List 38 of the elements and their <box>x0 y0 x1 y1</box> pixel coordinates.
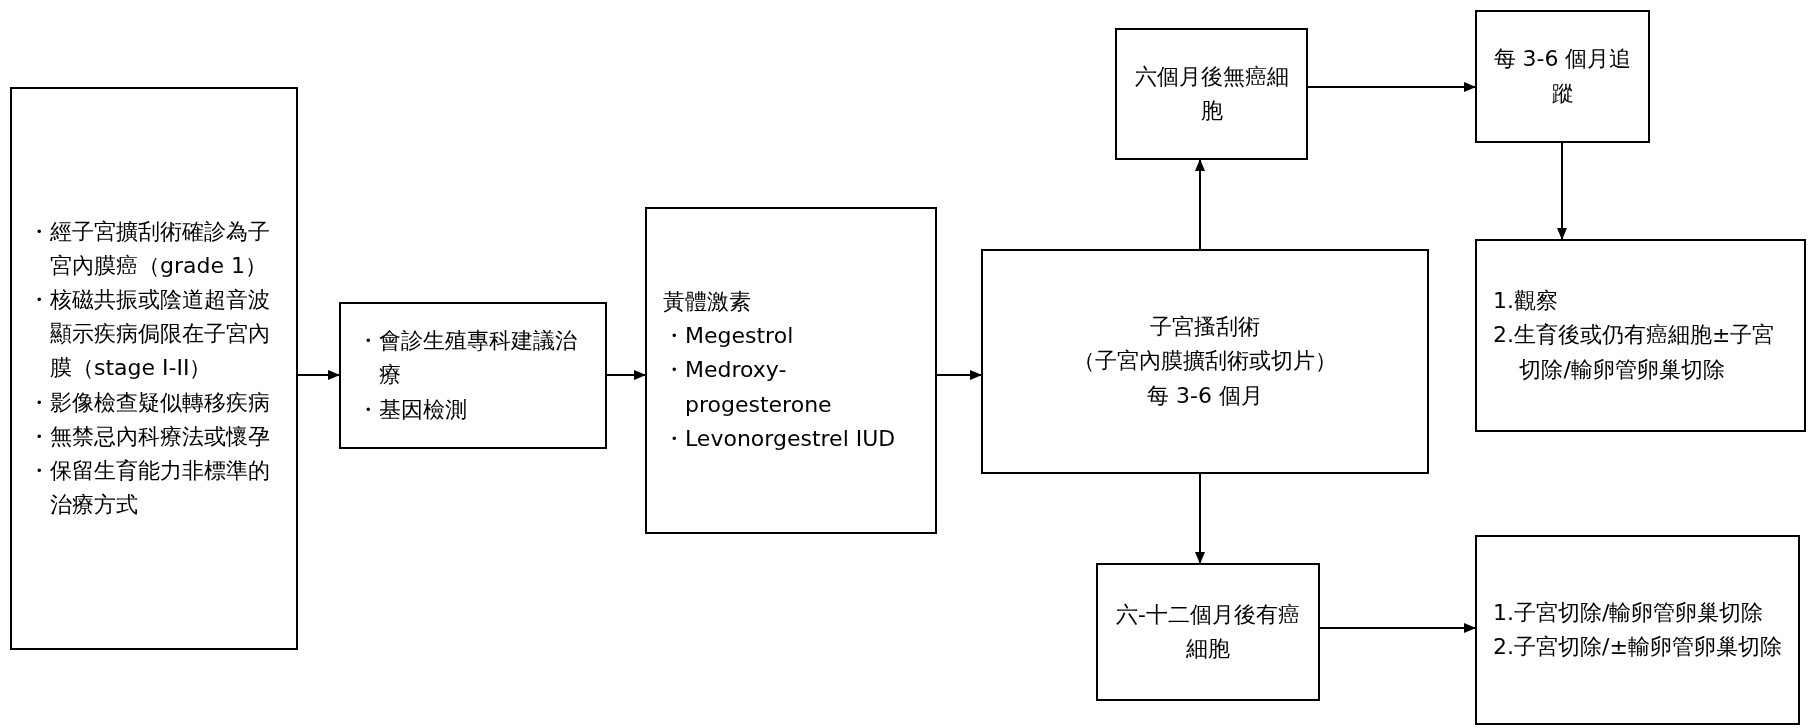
arrow <box>1195 159 1205 250</box>
process-box <box>1096 563 1320 701</box>
node-text: 2.生育後或仍有癌細胞±子宮切除/輸卵管卵巢切除 <box>1493 321 1776 384</box>
node-text: ・基因檢測 <box>357 395 468 424</box>
process-box <box>645 207 937 534</box>
process-box <box>1475 535 1800 725</box>
node-text: 六個月後無癌細胞 <box>1133 62 1290 125</box>
arrow <box>936 370 982 380</box>
node-text: ・無禁忌內科療法或懷孕 <box>28 422 271 451</box>
arrow <box>1557 142 1567 240</box>
node-text: ・經子宮擴刮術確診為子宮內膜癌（grade 1） <box>28 218 271 281</box>
node-text: ・保留生育能力非標準的治療方式 <box>28 456 271 519</box>
node-text: 子宮搔刮術 <box>1150 313 1260 342</box>
node-text: 每 3-6 個月 <box>1147 381 1263 410</box>
node-text: ・Levonorgestrel IUD <box>663 424 897 453</box>
node-text: 1.觀察 <box>1493 287 1559 316</box>
node-text: （子宮內膜擴刮術或切片） <box>1073 347 1337 376</box>
process-box <box>339 302 607 449</box>
arrow <box>1195 473 1205 564</box>
arrow <box>297 370 340 380</box>
node-text: ・核磁共振或陰道超音波顯示疾病侷限在子宮內膜（stage I-II） <box>28 286 271 383</box>
arrow <box>606 370 646 380</box>
node-text: 2.子宮切除/±輸卵管卵巢切除 <box>1493 633 1782 661</box>
arrow <box>1307 82 1476 92</box>
node-text: ・Megestrol <box>663 322 795 351</box>
node-text: 六-十二個月後有癌細胞 <box>1115 600 1301 663</box>
process-box <box>1475 239 1806 432</box>
node-text: 黃體激素 <box>663 288 752 317</box>
node-text: 每 3-6 個月追蹤 <box>1492 45 1633 108</box>
node-text: ・會診生殖專科建議治療 <box>357 327 578 390</box>
process-box <box>1115 28 1308 160</box>
arrow <box>1319 623 1476 633</box>
node-text: ・Medroxy-progesterone <box>663 356 833 419</box>
process-box <box>1475 10 1650 143</box>
process-box <box>981 249 1429 474</box>
node-text: ・影像檢查疑似轉移疾病 <box>28 388 271 417</box>
node-text: 1.子宮切除/輸卵管卵巢切除 <box>1493 598 1765 627</box>
process-box <box>10 87 298 650</box>
